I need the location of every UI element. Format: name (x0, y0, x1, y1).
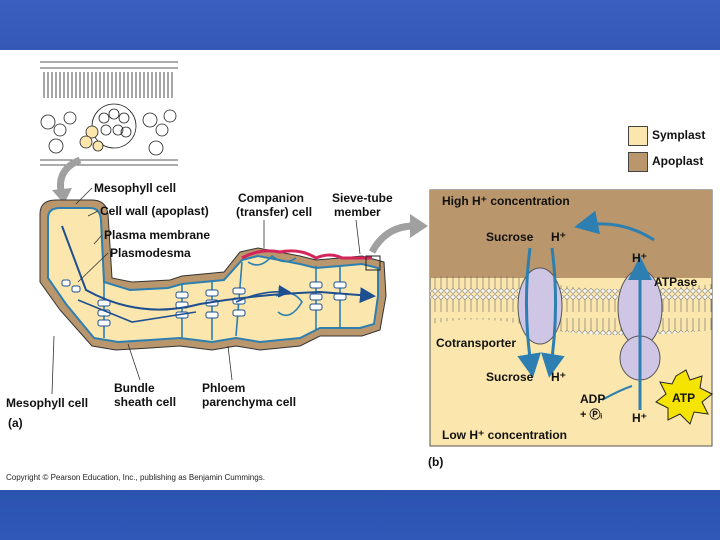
label-atp: ATP (672, 391, 696, 405)
atp-burst-icon (655, 369, 713, 425)
panel-a-tag: (a) (8, 416, 23, 430)
label-plasmodesma: Plasmodesma (110, 246, 191, 260)
label-sieve-tube-line1: Sieve-tube (332, 191, 393, 205)
label-sucrose-bottom: Sucrose (486, 370, 534, 384)
label-companion-line2: (transfer) cell (236, 205, 313, 219)
label-low-h-concentration: Low H⁺ concentration (442, 428, 568, 442)
legend-apoplast-label: Apoplast (652, 154, 704, 168)
label-bundle-line1: Bundle (114, 381, 155, 395)
label-h-lower-right: H⁺ (632, 411, 647, 425)
panel-b-transport-diagram (429, 189, 713, 447)
label-h-right: H⁺ (632, 251, 647, 265)
leaf-cross-section-thumbnail (38, 58, 180, 168)
panel-b-tag: (b) (428, 455, 444, 469)
label-h-bottom: H⁺ (551, 370, 566, 384)
label-high-h-concentration: High H⁺ concentration (442, 194, 570, 208)
label-h-top: H⁺ (551, 230, 566, 244)
label-pi: + Ⓟᵢ (580, 409, 603, 421)
label-cell-wall: Cell wall (apoplast) (100, 204, 209, 218)
legend-symplast-label: Symplast (652, 128, 706, 142)
label-plasma-membrane: Plasma membrane (104, 228, 211, 242)
panel-a-leader-lines (51, 187, 361, 395)
label-mesophyll-cell-bottom: Mesophyll cell (6, 396, 89, 410)
zoom-arrow-to-panel-b (368, 222, 415, 254)
label-phloem-line1: Phloem (202, 381, 246, 395)
cell-chain-panel-a (39, 199, 387, 351)
label-companion-line1: Companion (238, 191, 304, 205)
label-adp: ADP (580, 392, 606, 406)
label-cotransporter: Cotransporter (436, 336, 517, 350)
label-mesophyll-cell-top: Mesophyll cell (94, 181, 177, 195)
legend-symplast-swatch (628, 126, 648, 146)
label-sucrose-top: Sucrose (486, 230, 534, 244)
label-atpase: ATPase (654, 275, 698, 289)
label-sieve-tube-line2: member (334, 205, 381, 219)
copyright-notice: Copyright © Pearson Education, Inc., pub… (6, 473, 265, 482)
label-phloem-line2: parenchyma cell (202, 395, 297, 409)
legend-apoplast-swatch (628, 152, 648, 172)
label-bundle-line2: sheath cell (114, 395, 177, 409)
